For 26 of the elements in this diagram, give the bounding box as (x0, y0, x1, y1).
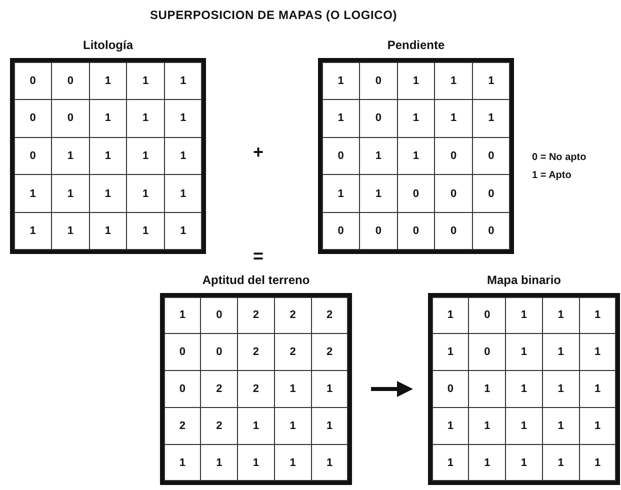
grid-cell: 1 (472, 62, 510, 100)
map-heading: Litología (82, 38, 134, 52)
grid-cell: 1 (578, 444, 616, 482)
grid-cell: 1 (432, 296, 470, 334)
grid-cell: 1 (164, 444, 202, 482)
diagram-title: SUPERPOSICION DE MAPAS (O LOGICO) (150, 8, 398, 22)
grid-cell: 1 (310, 444, 348, 482)
map-heading: Pendiente (386, 38, 446, 52)
map-heading: Aptitud del terreno (201, 273, 311, 287)
legend-note: 1 = Apto (532, 170, 572, 181)
arrow (371, 381, 413, 397)
grid-cell: 1 (14, 212, 52, 250)
grid-cell: 1 (432, 444, 470, 482)
grid-cell: 1 (322, 62, 360, 100)
grid-cell: 0 (14, 62, 52, 100)
map-heading: Mapa binario (486, 273, 562, 287)
legend-note: 0 = No apto (532, 152, 586, 163)
grid-cell: 1 (164, 296, 202, 334)
operator-sign: = (253, 246, 264, 267)
grid-cell: 1 (164, 212, 202, 250)
grid-cell: 0 (472, 212, 510, 250)
operator-sign: + (253, 142, 264, 163)
grid-cell: 1 (578, 296, 616, 334)
grid-cell: 0 (322, 212, 360, 250)
grid-cell: 2 (310, 296, 348, 334)
grid-cell: 1 (164, 62, 202, 100)
